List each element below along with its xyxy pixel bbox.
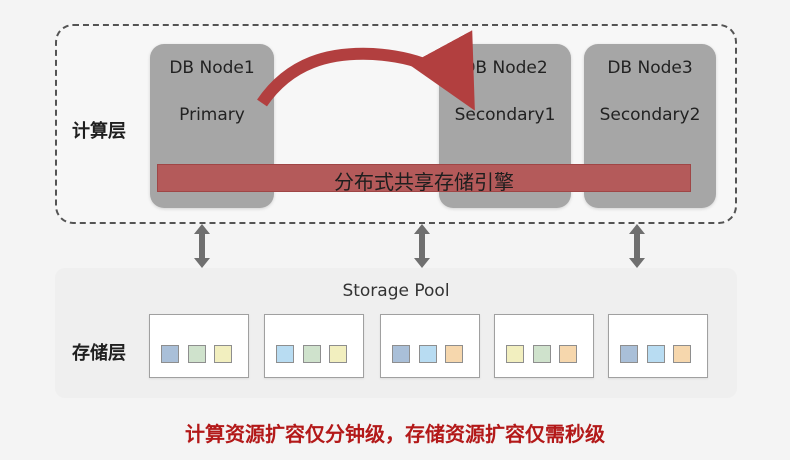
db-node-3-title: DB Node3 bbox=[607, 58, 693, 78]
storage-box-4-cell-3 bbox=[559, 345, 577, 363]
db-node-2-title: DB Node2 bbox=[462, 58, 548, 78]
vertical-arrow-3 bbox=[629, 224, 645, 268]
db-node-1-role: Primary bbox=[179, 105, 245, 125]
vertical-arrow-1 bbox=[194, 224, 210, 268]
storage-box-3-cell-3 bbox=[445, 345, 463, 363]
storage-box-2-cell-3 bbox=[329, 345, 347, 363]
storage-box-1-cell-1 bbox=[161, 345, 179, 363]
storage-box-2-cell-2 bbox=[303, 345, 321, 363]
db-node-3-role: Secondary2 bbox=[599, 105, 701, 125]
storage-box-2-cell-1 bbox=[276, 345, 294, 363]
distributed-storage-engine-bar: 分布式共享存储引擎 bbox=[157, 164, 691, 194]
storage-pool-title: Storage Pool bbox=[342, 281, 450, 301]
replication-arrow bbox=[257, 30, 475, 111]
storage-layer-label: 存储层 bbox=[72, 343, 126, 364]
storage-box-5-cell-3 bbox=[673, 345, 691, 363]
storage-box-3-cell-1 bbox=[392, 345, 410, 363]
storage-box-2 bbox=[264, 314, 364, 378]
storage-box-3-cell-2 bbox=[419, 345, 437, 363]
storage-box-5-cell-2 bbox=[647, 345, 665, 363]
compute-layer-label: 计算层 bbox=[72, 121, 126, 142]
storage-box-5 bbox=[608, 314, 708, 378]
storage-box-1 bbox=[149, 314, 249, 378]
storage-box-3 bbox=[380, 314, 480, 378]
storage-box-4-cell-2 bbox=[533, 345, 551, 363]
vertical-arrow-2 bbox=[414, 224, 430, 268]
scaling-caption: 计算资源扩容仅分钟级，存储资源扩容仅需秒级 bbox=[185, 422, 605, 446]
storage-box-4-cell-1 bbox=[506, 345, 524, 363]
db-node-2-role: Secondary1 bbox=[454, 105, 556, 125]
distributed-storage-engine-label: 分布式共享存储引擎 bbox=[334, 170, 514, 194]
storage-box-5-cell-1 bbox=[620, 345, 638, 363]
db-node-1-title: DB Node1 bbox=[169, 58, 255, 78]
storage-box-1-cell-2 bbox=[188, 345, 206, 363]
storage-box-1-cell-3 bbox=[214, 345, 232, 363]
storage-box-4 bbox=[494, 314, 594, 378]
